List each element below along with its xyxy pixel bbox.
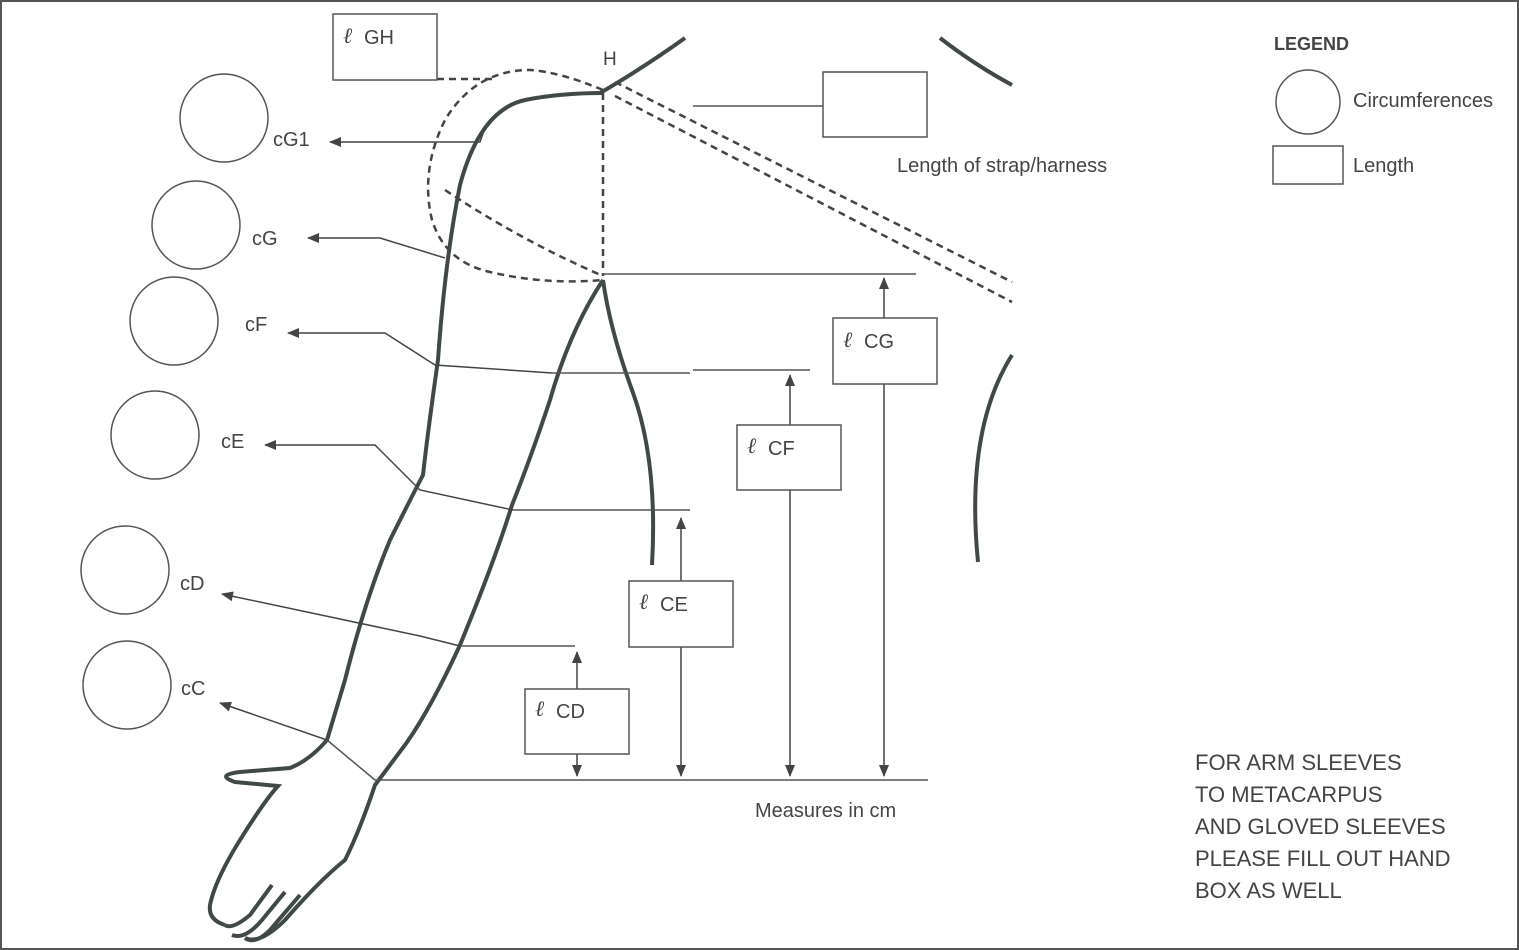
note-line: AND GLOVED SLEEVES [1195,814,1446,839]
box-ce[interactable]: ℓ CE [628,580,734,648]
length-symbol: ℓ [343,24,353,49]
shoulder-diagonal-dashed [444,188,604,278]
strap-line-1 [614,80,1013,284]
shoulder-outline [599,36,687,95]
shoulder-cap-dashed [426,68,604,283]
length-symbol: ℓ [535,697,545,722]
note-line: TO METACARPUS [1195,782,1382,807]
box-gh[interactable]: ℓ GH [332,13,438,81]
armpit-inner-outline [601,279,656,566]
circle-cd[interactable] [80,525,170,615]
box-cg-label: CG [864,331,894,353]
point-h-label: H [603,49,617,70]
arm-inner-outline [244,278,605,942]
strap-line-2 [614,94,1013,304]
label-cg: cG [252,228,278,250]
legend-rect-icon [1272,145,1344,185]
note-line: PLEASE FILL OUT HAND [1195,846,1451,871]
box-ce-label: CE [660,594,688,616]
legend-length-label: Length [1353,155,1414,177]
circle-ce[interactable] [110,390,200,480]
chest-outline [973,353,1014,563]
leader-cg [307,233,446,259]
leader-cf [287,328,553,374]
legend-circle-icon [1275,69,1341,135]
leader-cg1 [329,127,486,147]
circle-cg1[interactable] [179,73,269,163]
circle-cc[interactable] [82,640,172,730]
label-cd: cD [180,573,204,595]
length-symbol: ℓ [843,328,853,353]
label-ce: cE [221,431,244,453]
length-symbol: ℓ [747,434,757,459]
legend-circumference-label: Circumferences [1353,90,1493,112]
label-cf: cF [245,314,267,336]
units-label: Measures in cm [755,800,896,822]
leader-ce [264,440,514,511]
circle-cf[interactable] [129,276,219,366]
box-cf[interactable]: ℓ CF [736,424,842,491]
note-line: BOX AS WELL [1195,878,1342,903]
box-cg[interactable]: ℓ CG [832,317,938,385]
legend-title: LEGEND [1274,34,1349,54]
strap-label: Length of strap/harness [897,155,1107,177]
box-cd[interactable]: ℓ CD [524,688,630,755]
hand-fingers [223,883,302,943]
note-line: FOR ARM SLEEVES [1195,750,1402,775]
leader-cd [221,591,461,647]
arm-outer-outline [207,91,604,927]
legend: LEGEND Circumferences Length [1272,34,1493,185]
label-cg1: cG1 [273,129,310,151]
neck-outline [938,36,1013,87]
leader-cc [219,701,328,741]
wrist-line [326,739,376,781]
hand-box-note: FOR ARM SLEEVES TO METACARPUS AND GLOVED… [1195,750,1451,903]
box-cd-label: CD [556,701,585,723]
circle-cg[interactable] [151,180,241,270]
label-cc: cC [181,678,205,700]
box-cf-label: CF [768,438,795,460]
length-symbol: ℓ [639,590,649,615]
strap-length-box[interactable] [822,71,928,138]
box-gh-label: GH [364,27,394,49]
